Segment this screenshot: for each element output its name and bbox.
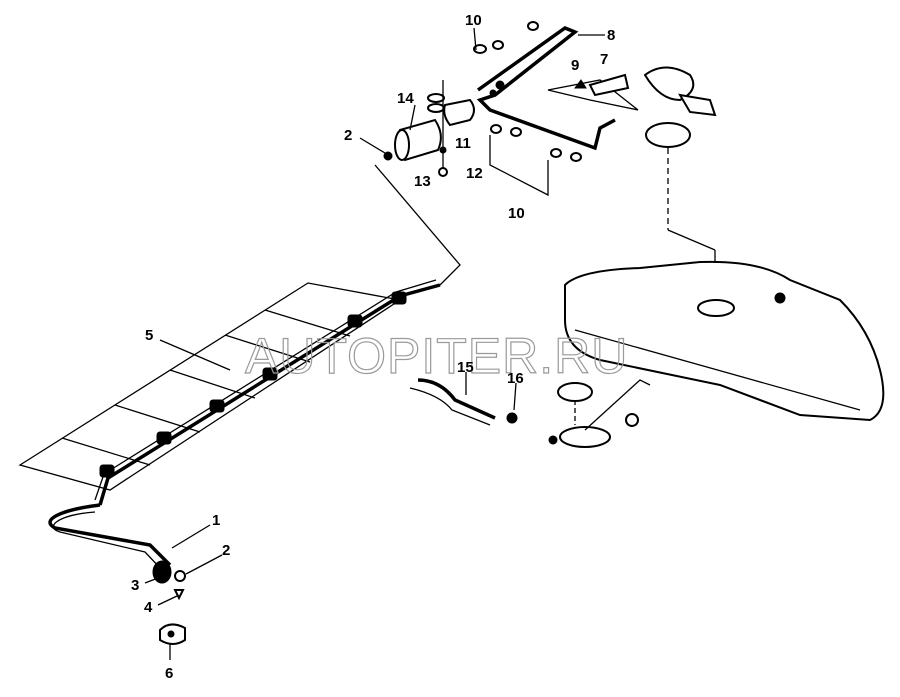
callout-14: 14 xyxy=(397,90,414,107)
callout-1: 1 xyxy=(212,512,220,529)
watermark: AUTOPITER.RU xyxy=(245,328,628,384)
callout-3: 3 xyxy=(131,577,139,594)
callout-10-bottom: 10 xyxy=(508,205,525,222)
fuel-tank xyxy=(564,260,885,422)
callout-16: 16 xyxy=(507,370,524,387)
callout-4: 4 xyxy=(144,599,153,616)
callout-15: 15 xyxy=(457,359,474,376)
leader-lines xyxy=(144,27,605,660)
fuel-line-strip xyxy=(18,282,402,491)
callout-7: 7 xyxy=(600,51,608,68)
callout-8: 8 xyxy=(607,27,615,44)
callout-10-top: 10 xyxy=(465,12,482,29)
fuel-filter xyxy=(383,80,475,177)
return-pipe xyxy=(473,21,717,300)
callout-12: 12 xyxy=(466,165,483,182)
callout-13: 13 xyxy=(414,173,431,190)
callout-9: 9 xyxy=(571,57,579,74)
callout-2-bottom: 2 xyxy=(222,542,230,559)
lower-fittings xyxy=(152,560,186,645)
callout-5: 5 xyxy=(145,327,153,344)
callout-labels: 10 8 9 7 14 2 11 13 12 10 5 15 16 1 2 3 … xyxy=(131,12,615,682)
callout-6: 6 xyxy=(165,665,173,682)
fuel-pipe xyxy=(48,164,461,571)
callout-2-top: 2 xyxy=(344,127,352,144)
filler-hose xyxy=(409,378,651,448)
callout-11: 11 xyxy=(455,135,471,152)
